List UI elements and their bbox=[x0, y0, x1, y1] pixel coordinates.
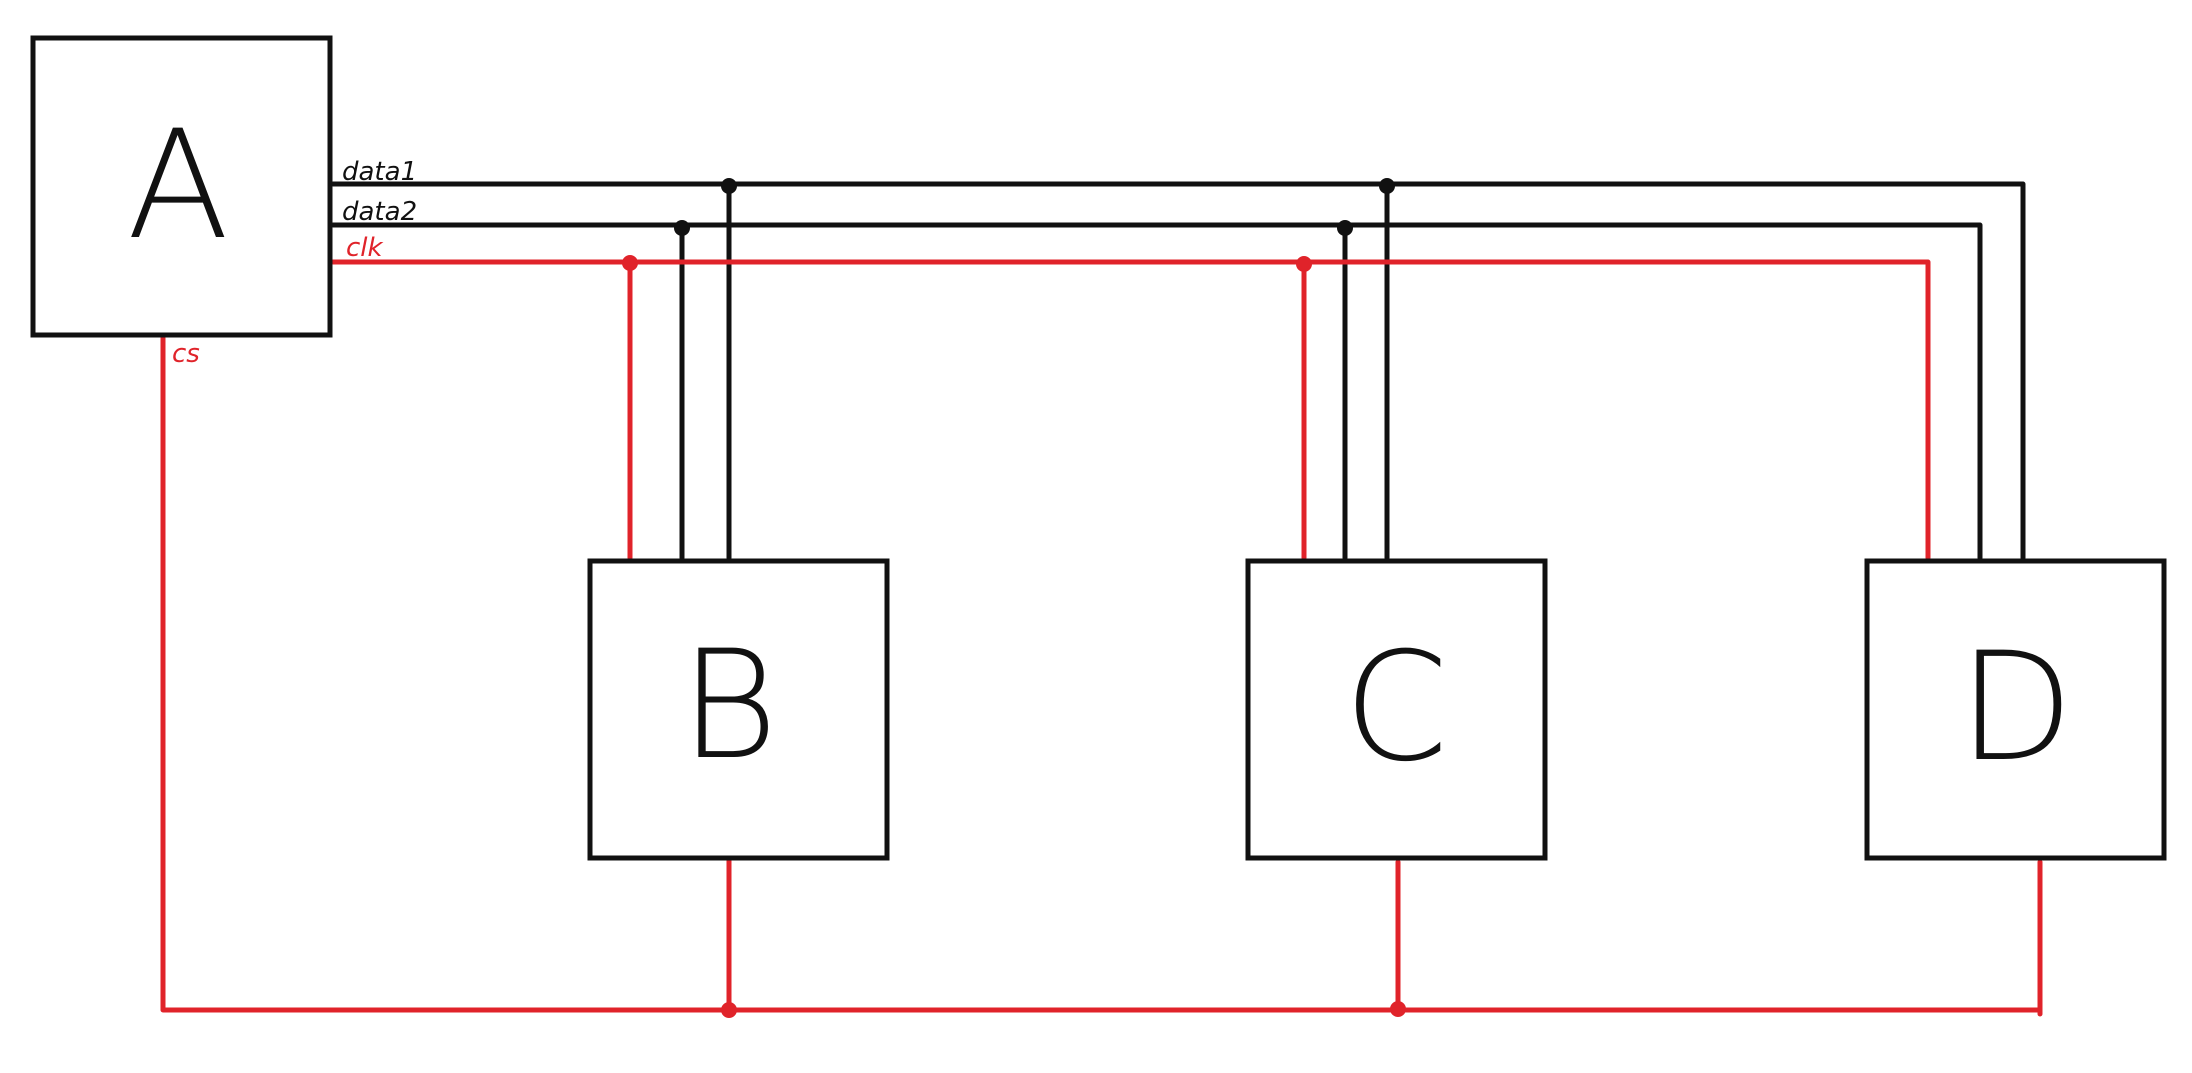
clk-trunk bbox=[330, 259, 1931, 561]
block-a-label: A bbox=[127, 99, 230, 273]
block-b-label: B bbox=[680, 619, 778, 793]
cs-bus bbox=[160, 335, 2043, 1018]
data1-junction-b bbox=[721, 178, 737, 194]
block-c: C bbox=[1245, 558, 1548, 861]
cs-junction-c bbox=[1390, 1001, 1406, 1017]
block-a: A bbox=[30, 35, 333, 338]
data2-junction-c bbox=[1337, 220, 1353, 236]
block-d-frame bbox=[1864, 558, 2167, 861]
data1-junction-c bbox=[1379, 178, 1395, 194]
block-b-frame bbox=[587, 558, 890, 861]
cs-label: cs bbox=[172, 339, 200, 369]
block-b: B bbox=[587, 558, 890, 861]
clk-junction-b bbox=[622, 255, 638, 271]
block-c-label: C bbox=[1344, 621, 1449, 795]
cs-junction-b bbox=[721, 1002, 737, 1018]
cs-trunk bbox=[160, 335, 2043, 1013]
clk-bus bbox=[330, 255, 1931, 561]
data2-junction-b bbox=[674, 220, 690, 236]
clk-label: clk bbox=[346, 233, 384, 263]
block-a-frame bbox=[30, 35, 333, 338]
clk-junction-c bbox=[1296, 256, 1312, 272]
block-c-frame bbox=[1245, 558, 1548, 861]
block-d: D bbox=[1864, 558, 2167, 861]
data1-trunk bbox=[330, 181, 2026, 561]
data2-trunk bbox=[330, 222, 1983, 561]
data1-label: data1 bbox=[342, 157, 417, 187]
data2-bus bbox=[330, 220, 1983, 561]
data1-bus bbox=[330, 178, 2026, 561]
block-d-label: D bbox=[1958, 621, 2074, 795]
data2-label: data2 bbox=[342, 197, 417, 227]
